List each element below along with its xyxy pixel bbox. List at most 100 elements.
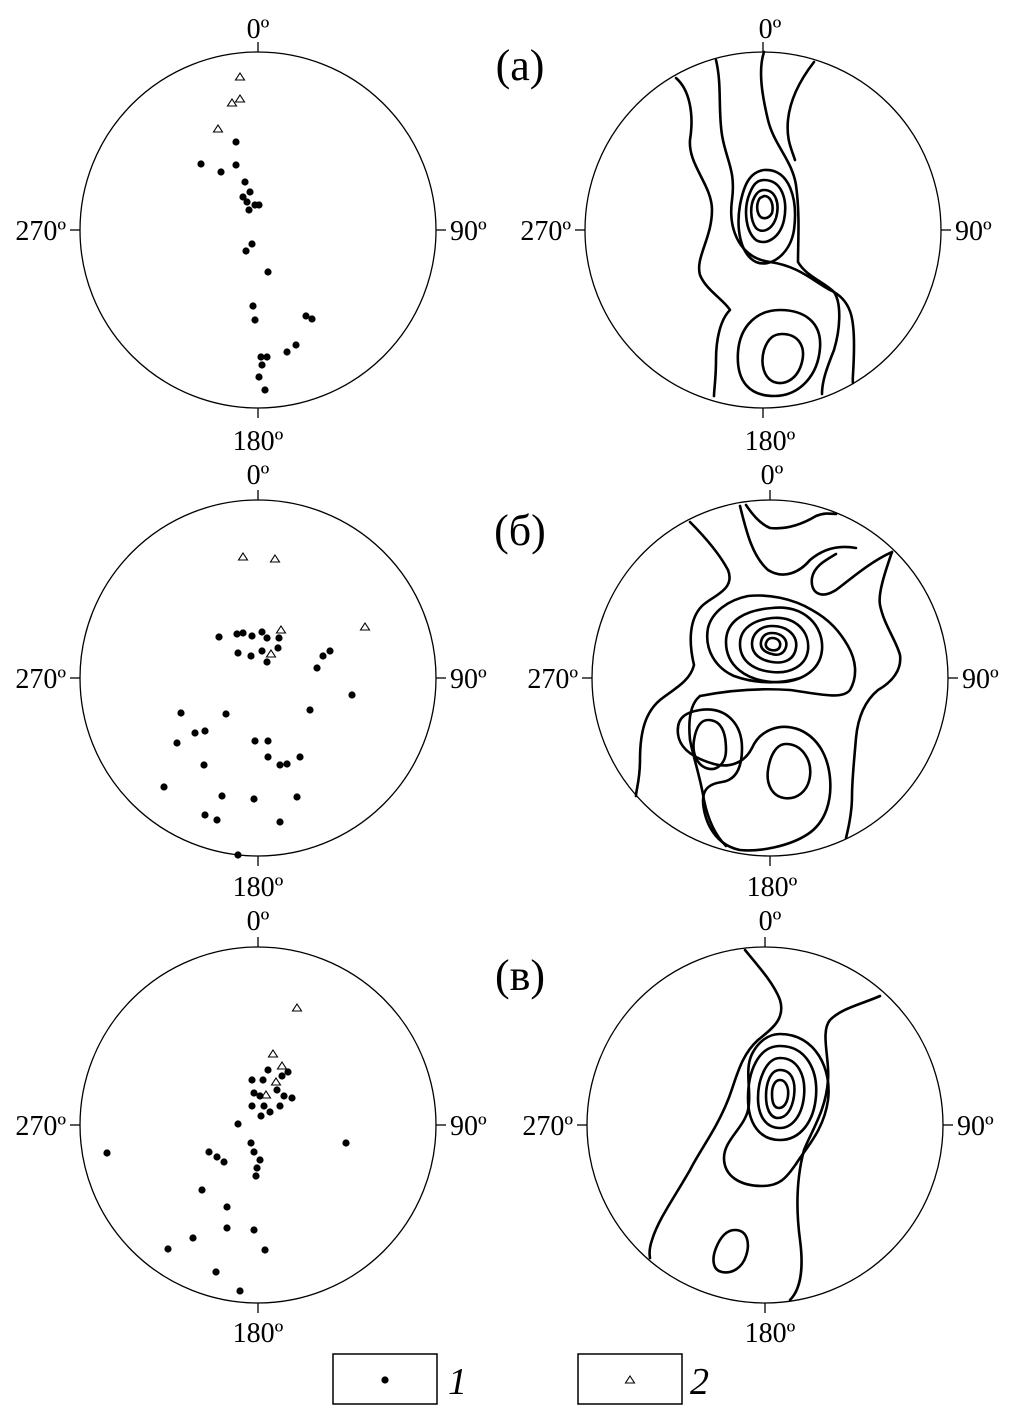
dot-marker: [246, 188, 254, 196]
contour-line: [786, 60, 816, 162]
label-south: 180º: [745, 426, 796, 457]
contour-line: [692, 718, 728, 771]
dot-marker: [319, 652, 327, 660]
dot-marker: [234, 649, 242, 657]
contour-line: [746, 1044, 818, 1142]
dot-marker: [191, 729, 199, 737]
dot-marker: [247, 652, 255, 660]
dot-marker: [261, 1246, 269, 1254]
contour-line: [674, 76, 732, 398]
label-east: 90º: [962, 664, 999, 695]
dot-marker: [236, 1287, 244, 1295]
dot-marker: [232, 161, 240, 169]
dot-marker: [241, 178, 249, 186]
stereonet-c-points: 0º 180º 270º 90º: [15, 906, 487, 1349]
dot-marker: [201, 727, 209, 735]
dot-marker: [259, 1076, 267, 1084]
legend-label: 2: [690, 1361, 709, 1403]
triangle-marker: [234, 93, 246, 103]
dot-marker: [245, 206, 253, 214]
dot-marker: [293, 793, 301, 801]
contour-line: [749, 188, 779, 232]
stereonet-c-contours: 0º 180º 270º 90º: [522, 906, 994, 1349]
stereonet-a-contours: 0º 180º 270º 90º: [520, 14, 992, 457]
dot-marker: [197, 160, 205, 168]
dot-marker: [250, 1226, 258, 1234]
poles-type-2: [260, 1002, 303, 1099]
dot-marker: [189, 1234, 197, 1242]
dot-marker: [342, 1139, 350, 1147]
label-north: 0º: [247, 14, 270, 45]
dot-marker: [250, 1148, 258, 1156]
dot-marker: [232, 138, 240, 146]
dot-marker: [243, 198, 251, 206]
dot-marker: [205, 1148, 213, 1156]
dot-marker: [160, 783, 168, 791]
contour-line: [736, 308, 822, 398]
dot-marker: [264, 268, 272, 276]
triangle-marker: [291, 1002, 303, 1012]
legend-item-1: 1: [332, 1353, 467, 1405]
dot-marker: [276, 1102, 284, 1110]
panel-label-c: (в): [495, 951, 545, 1000]
stereonet-circle: [79, 499, 437, 857]
dot-marker: [256, 1156, 264, 1164]
triangle-marker: [260, 1089, 272, 1099]
contour-line: [759, 631, 788, 657]
panel-a: (а) 0º 180º 270º 90º: [15, 14, 992, 457]
dot-marker: [251, 316, 259, 324]
dot-marker: [266, 1108, 274, 1116]
dot-marker: [255, 373, 263, 381]
dot-marker: [296, 753, 304, 761]
dot-marker: [280, 1092, 288, 1100]
label-south: 180º: [233, 872, 284, 903]
dot-marker: [273, 1086, 281, 1094]
dot-marker: [218, 792, 226, 800]
legend-item-2: 2: [577, 1353, 709, 1405]
dot-marker: [201, 811, 209, 819]
triangle-marker: [276, 1060, 288, 1070]
triangle-marker: [269, 553, 281, 563]
dot-marker: [263, 634, 271, 642]
contour-line: [744, 503, 838, 530]
contour-line: [738, 616, 810, 674]
triangle-marker: [270, 1076, 282, 1086]
dot-marker: [251, 737, 259, 745]
contour-line: [766, 742, 812, 800]
dot-marker: [103, 1149, 111, 1157]
panel-label-b: (б): [494, 506, 546, 555]
dot-marker: [264, 753, 272, 761]
contour-line: [634, 520, 731, 798]
label-east: 90º: [955, 216, 992, 247]
dot-marker: [263, 658, 271, 666]
label-south: 180º: [233, 426, 284, 457]
triangle-marker: [624, 1374, 636, 1384]
dot-marker: [223, 1224, 231, 1232]
dot-marker: [284, 1068, 292, 1076]
contour-line: [750, 624, 798, 664]
dot-marker: [252, 1172, 260, 1180]
dot-marker: [247, 1139, 255, 1147]
label-west: 270º: [520, 216, 571, 247]
dot-marker: [248, 1102, 256, 1110]
density-contours: [648, 948, 882, 1302]
dot-marker: [263, 353, 271, 361]
dot-marker: [255, 201, 263, 209]
label-west: 270º: [527, 664, 578, 695]
dot-marker: [248, 632, 256, 640]
dot-marker: [276, 761, 284, 769]
dot-marker: [234, 1120, 242, 1128]
triangle-marker: [226, 97, 238, 107]
panel-b: (б) 0º 180º 270º 90º: [15, 460, 999, 903]
stereonet-b-points: 0º 180º 270º 90º: [15, 460, 487, 903]
dot-marker: [220, 1158, 228, 1166]
density-contours: [634, 503, 902, 852]
dot-marker: [348, 691, 356, 699]
contour-line: [698, 594, 857, 698]
triangle-marker: [359, 621, 371, 631]
dot-marker: [248, 1076, 256, 1084]
contour-line: [648, 948, 783, 1260]
dot-marker: [276, 818, 284, 826]
dot-marker: [200, 761, 208, 769]
